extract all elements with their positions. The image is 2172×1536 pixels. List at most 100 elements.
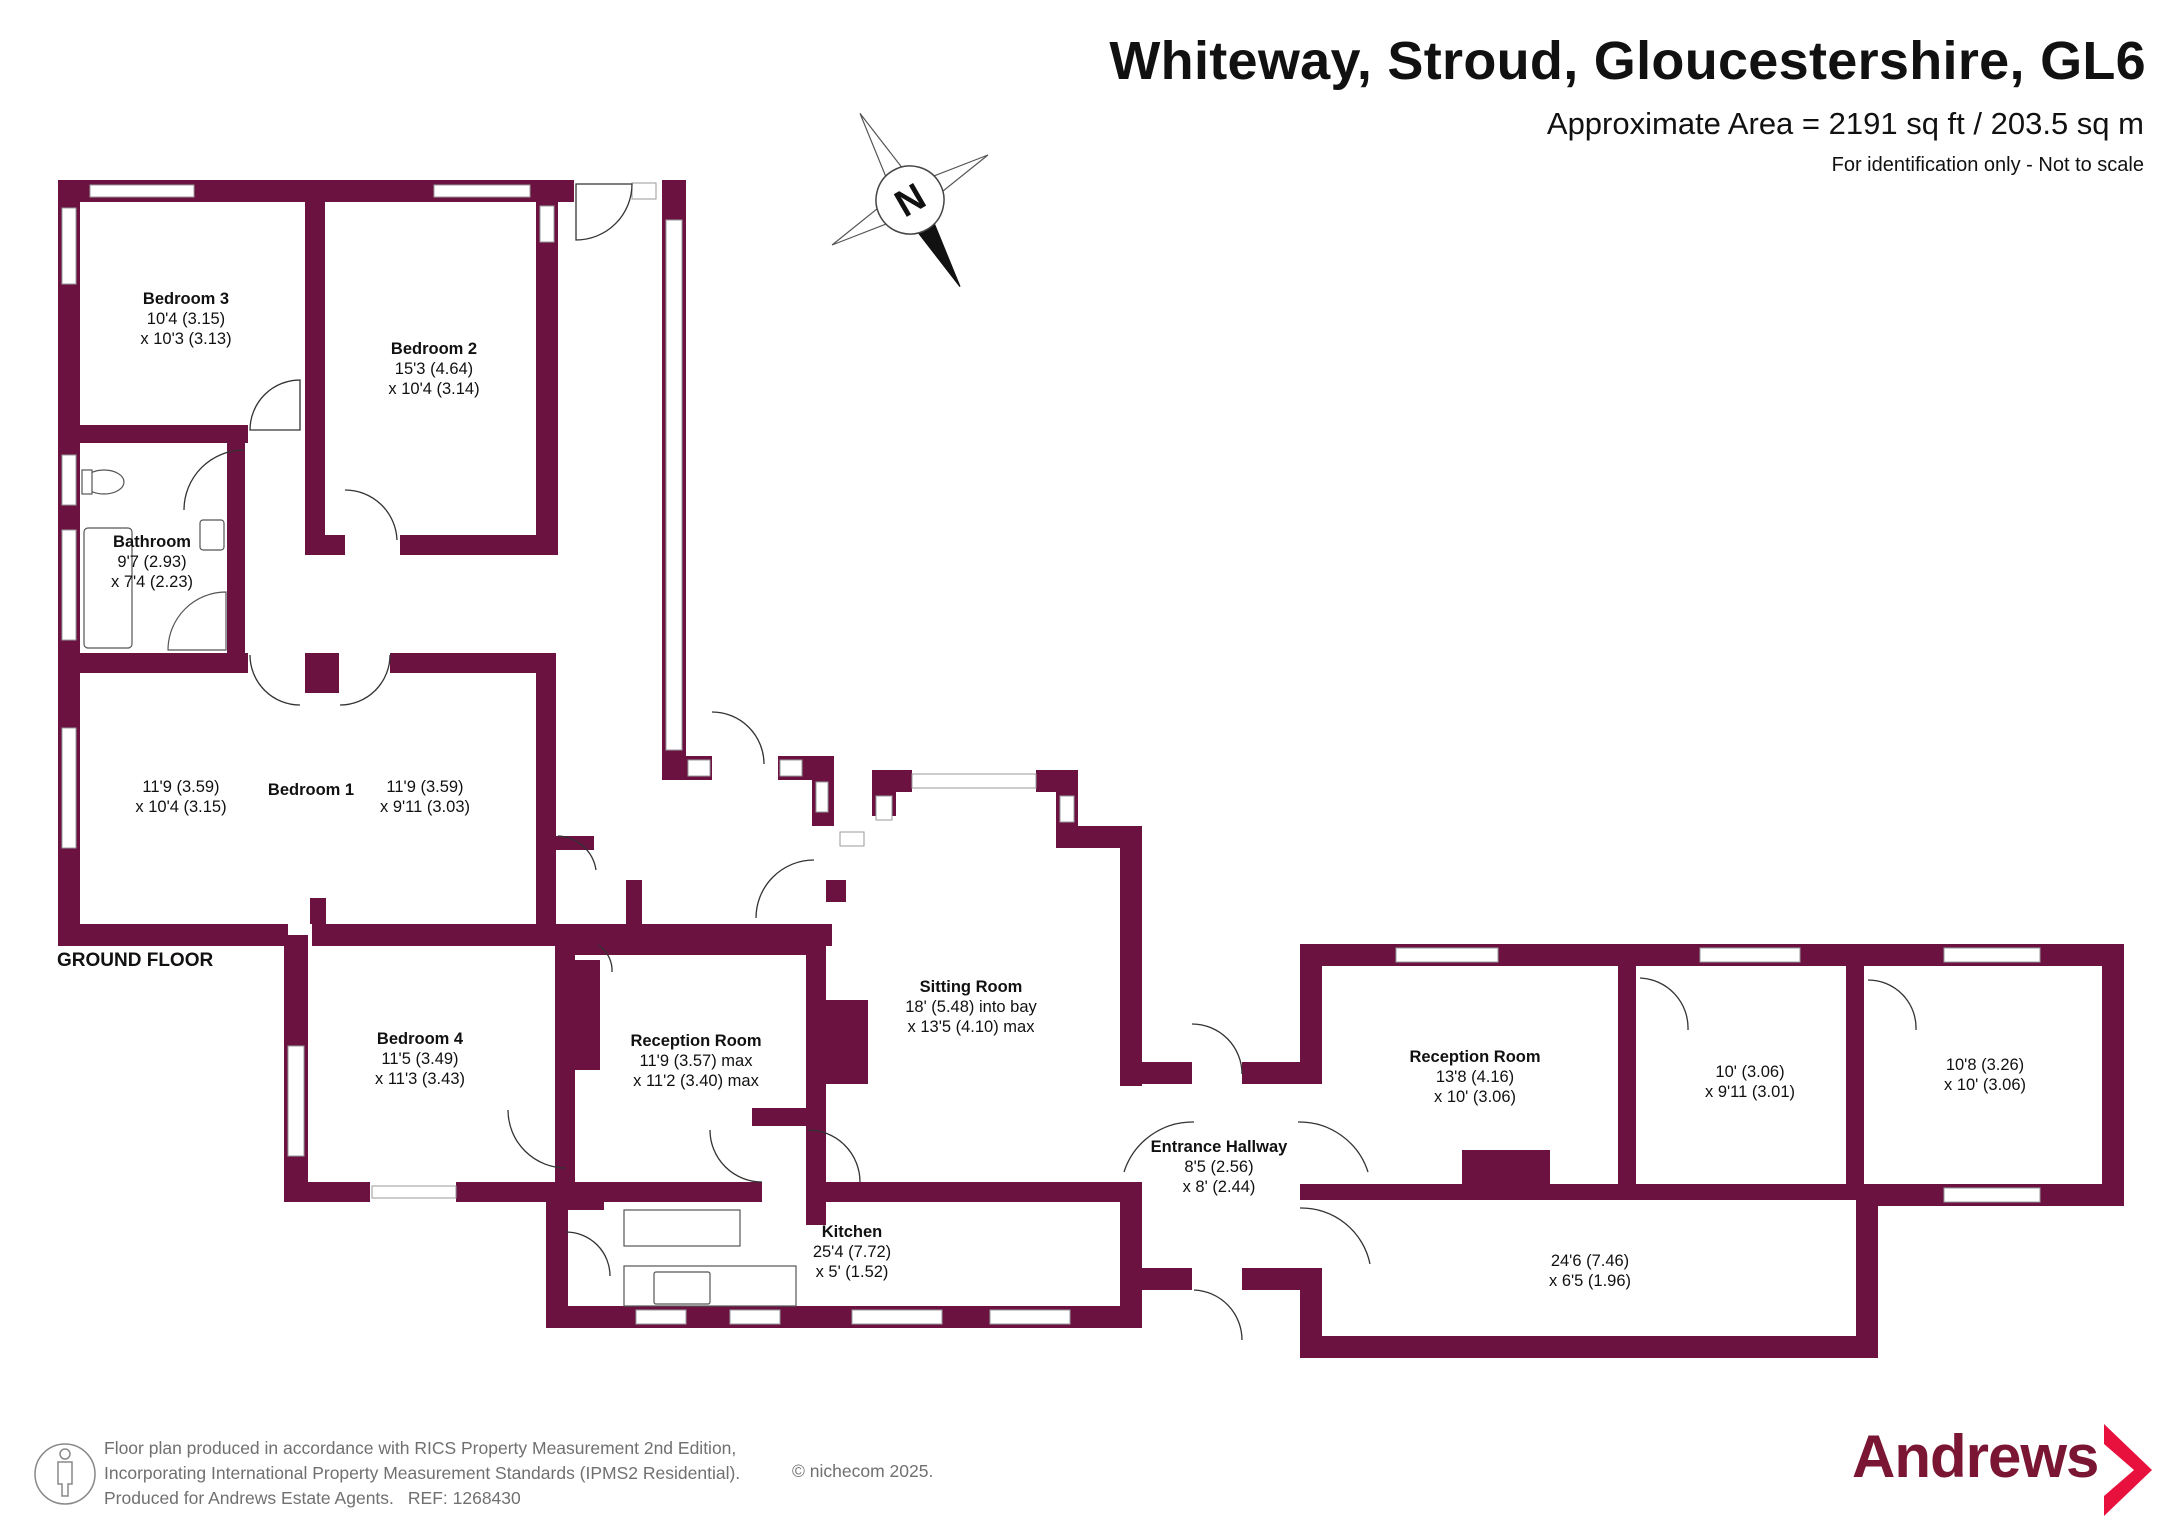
window	[851, 1309, 943, 1325]
copyright: © nichecom 2025.	[792, 1461, 934, 1481]
room-name: Bathroom	[113, 533, 191, 551]
window	[1943, 947, 2041, 963]
wall	[1856, 1184, 1878, 1358]
walls	[58, 180, 2124, 1358]
window	[665, 219, 683, 751]
wall	[1120, 1182, 1142, 1328]
doors	[183, 183, 1917, 1341]
window	[687, 759, 711, 777]
window	[875, 795, 893, 821]
room-a: 10' (3.06) x 9'11 (3.01)	[1705, 1062, 1795, 1102]
wall	[560, 960, 600, 1070]
room-name: Bedroom 4	[376, 1030, 464, 1048]
window	[61, 529, 77, 641]
door-swing	[1867, 979, 1917, 1031]
room-bedroom-2: Bedroom 2 15'3 (4.64) x 10'4 (3.14)	[388, 339, 479, 399]
windows	[61, 182, 2041, 1325]
basin-icon	[199, 519, 225, 551]
room-dimension: 10'4 (3.15)	[146, 310, 226, 328]
wall	[826, 880, 846, 902]
window	[729, 1309, 781, 1325]
person-icon	[34, 1443, 96, 1505]
room-name: Reception Room	[1409, 1048, 1541, 1066]
window	[839, 831, 865, 847]
wall	[752, 1108, 806, 1126]
wall	[456, 1182, 762, 1202]
room-dimension: 11'9 (3.59)	[142, 778, 220, 796]
door-swing	[575, 183, 633, 241]
toilet-cistern	[81, 469, 93, 495]
door-swing	[249, 379, 301, 431]
room-name: Bedroom 2	[390, 340, 478, 358]
door-swing	[1297, 1121, 1369, 1173]
wall	[390, 653, 556, 673]
room-dimension: x 5' (1.52)	[815, 1263, 889, 1281]
room-dimension: 15'3 (4.64)	[394, 360, 474, 378]
window	[1395, 947, 1499, 963]
room-dimension: x 10' (3.06)	[1433, 1088, 1517, 1106]
room-dimension: 11'9 (3.59)	[386, 778, 464, 796]
room-dimension: x 7'4 (2.23)	[110, 573, 194, 591]
disclaimer-note: For identification only - Not to scale	[1831, 154, 2144, 176]
wall	[826, 1000, 868, 1084]
door-swing	[183, 449, 245, 511]
room-dimension: 25'4 (7.72)	[812, 1243, 892, 1261]
door-swing	[1639, 977, 1689, 1031]
wall	[536, 180, 558, 540]
room-dimension: x 10'4 (3.14)	[388, 380, 480, 398]
footer-note: Floor plan produced in accordance with R…	[104, 1436, 740, 1511]
wall	[550, 836, 594, 850]
wall	[400, 535, 558, 555]
hob-icon	[653, 1271, 711, 1305]
room-dimension: x 11'3 (3.43)	[375, 1070, 465, 1088]
room-name: Entrance Hallway	[1150, 1138, 1288, 1156]
door-swing	[711, 711, 765, 765]
door-swing	[1191, 1023, 1243, 1075]
door-swing	[1123, 1121, 1195, 1173]
door-swing	[597, 944, 613, 973]
door-swing	[507, 1109, 567, 1169]
room-sitting-room: Sitting Room 18' (5.48) into bay x 13'5 …	[905, 977, 1037, 1037]
north-arrow-icon: N	[831, 113, 989, 287]
room-bedroom-4: Bedroom 4 11'5 (3.49) x 11'3 (3.43)	[375, 1029, 465, 1089]
room-reception-1: Reception Room 11'9 (3.57) max x 11'2 (3…	[630, 1031, 761, 1091]
wall	[1242, 1268, 1300, 1290]
footer-line: Incorporating International Property Mea…	[104, 1463, 741, 1483]
window	[433, 184, 531, 198]
room-entrance-hallway: Entrance Hallway 8'5 (2.56) x 8' (2.44)	[1151, 1137, 1288, 1197]
wall	[305, 653, 339, 693]
wall	[536, 653, 556, 925]
door-swing	[1299, 1207, 1371, 1265]
room-bedroom-1-right-dimensions: 11'9 (3.59) x 9'11 (3.03)	[380, 777, 470, 817]
door-swing	[557, 835, 597, 871]
window	[61, 727, 77, 849]
wall	[1300, 1336, 1878, 1358]
wall	[568, 1196, 604, 1210]
wall	[808, 1182, 830, 1200]
wall	[1618, 966, 1636, 1186]
room-dimension: 9'7 (2.93)	[117, 553, 187, 571]
room-dimension: 8'5 (2.56)	[1184, 1158, 1254, 1176]
room-name: Reception Room	[630, 1032, 762, 1050]
room-bedroom-1: Bedroom 1	[268, 780, 354, 800]
wall	[1462, 1150, 1550, 1190]
wall	[1120, 1062, 1192, 1084]
room-dimension: x 10'3 (3.13)	[140, 330, 232, 348]
wall	[806, 935, 826, 1225]
window	[1059, 795, 1075, 823]
wall	[305, 535, 345, 555]
wall	[546, 1200, 568, 1328]
room-c: 24'6 (7.46) x 6'5 (1.96)	[1549, 1251, 1631, 1291]
room-dimension: x 13'5 (4.10) max	[907, 1018, 1035, 1036]
wall	[1300, 1184, 1878, 1200]
room-bathroom: Bathroom 9'7 (2.93) x 7'4 (2.23)	[111, 532, 193, 592]
wall	[1120, 1268, 1192, 1290]
room-dimension: 11'5 (3.49)	[381, 1050, 459, 1068]
wall	[1846, 966, 1864, 1186]
room-bedroom-1-left-dimensions: 11'9 (3.59) x 10'4 (3.15)	[135, 777, 226, 817]
room-dimension: 10'8 (3.26)	[1945, 1056, 2025, 1074]
footer-line: Produced for Andrews Estate Agents.REF: …	[104, 1486, 740, 1511]
room-dimension: x 9'11 (3.01)	[1705, 1083, 1795, 1101]
window	[911, 773, 1037, 789]
